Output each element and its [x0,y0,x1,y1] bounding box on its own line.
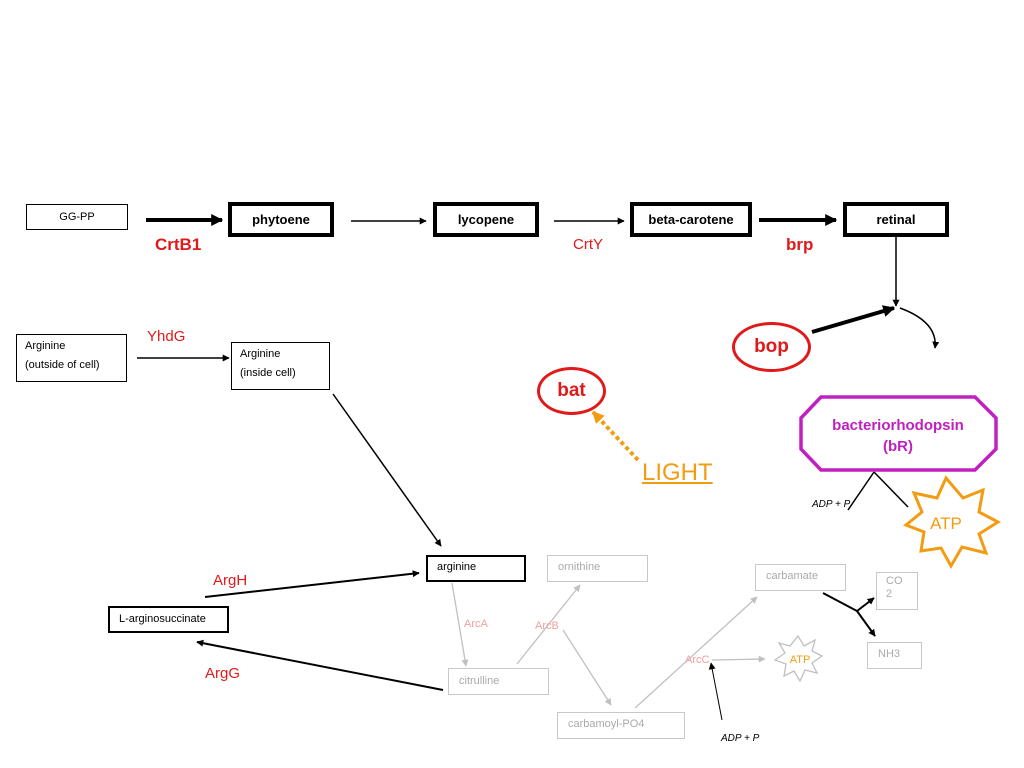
arrow-argg [196,639,444,691]
node-nh3: NH3 [867,642,922,669]
node-arginine-inside-line2: (inside cell) [240,367,296,379]
enzyme-arcb: ArcB [535,620,559,632]
cofactor-adp-p-bottom: ADP + P [721,733,760,744]
line-br-to-adp [847,471,875,511]
enzyme-arcc: ArcC [685,654,710,666]
node-phytoene-label: phytoene [252,212,310,227]
node-l-arginosuccinate: L-arginosuccinate [108,606,229,633]
atp-small-label: ATP [790,654,811,666]
node-co2: CO 2 [876,572,918,610]
regulator-bop: bop [732,322,811,372]
node-arginine-inside: Arginine (inside cell) [231,342,330,390]
node-arginine-label: arginine [437,561,477,573]
arrow-adp-bottom [708,662,723,721]
node-arginine-outside: Arginine (outside of cell) [16,334,127,382]
atp-large-star [903,475,1001,570]
node-retinal-label: retinal [876,212,916,227]
node-lycopene-label: lycopene [457,212,515,227]
arrow-argh [204,570,420,598]
node-ornithine: ornithine [547,555,648,582]
atp-large-label: ATP [930,514,962,533]
arrow-join-curve [899,307,940,349]
node-citrulline: citrulline [448,668,549,695]
enzyme-crty: CrtY [573,236,603,253]
arrow-to-atp-small [711,655,766,663]
arrow-to-co2 [856,597,875,612]
light-label: LIGHT [642,459,713,486]
atp-small-star [773,634,824,683]
node-beta-carotene: beta-carotene [630,202,752,237]
enzyme-argh: ArgH [213,572,248,589]
node-l-arginosuccinate-label: L-arginosuccinate [119,613,206,625]
regulator-bop-label: bop [754,336,789,357]
node-ggpp-label: GG-PP [59,211,95,223]
arrow-arginine-to-citrulline [451,582,469,667]
bacteriorhodopsin-octagon [799,395,998,472]
arrow-carbamoyl-to-carbamate [634,596,758,709]
node-beta-carotene-label: beta-carotene [648,212,734,227]
bacteriorhodopsin-label-line2: (bR) [883,438,913,455]
enzyme-arca: ArcA [464,618,488,630]
line-br-to-atp [873,471,909,508]
node-arginine: arginine [426,555,526,582]
node-nh3-label: NH3 [878,648,901,660]
arrow-arginine-inside-to-arginine [332,393,442,547]
node-arginine-inside-line1: Arginine [240,348,281,360]
node-co2-line2: 2 [886,588,893,600]
regulator-bat-label: bat [557,380,586,401]
bacteriorhodopsin-label-line1: bacteriorhodopsin [832,417,964,434]
node-carbamoyl-po4-label: carbamoyl-PO4 [568,718,645,730]
node-co2-line1: CO [886,575,903,587]
node-arginine-outside-line2: (outside of cell) [25,359,100,371]
node-phytoene: phytoene [228,202,334,237]
arrow-to-nh3 [856,610,876,637]
enzyme-argg: ArgG [205,665,241,682]
enzyme-brp: brp [786,235,814,254]
node-retinal: retinal [843,202,949,237]
arrow-bop-to-join [811,305,896,334]
regulator-bat: bat [537,367,606,415]
enzyme-crtb1: CrtB1 [155,235,202,254]
line-carbamate-split [822,592,858,612]
cofactor-adp-p-top: ADP + P [812,499,851,510]
arrow-light-to-bat [591,410,640,462]
node-ornithine-label: ornithine [558,561,601,573]
node-carbamate-label: carbamate [766,570,818,582]
arrow-citrulline-to-ornithine [516,584,581,665]
node-lycopene: lycopene [433,202,539,237]
node-ggpp: GG-PP [26,204,128,230]
node-carbamoyl-po4: carbamoyl-PO4 [557,712,685,739]
node-arginine-outside-line1: Arginine [25,340,66,352]
node-carbamate: carbamate [755,564,846,591]
node-citrulline-label: citrulline [459,675,500,687]
enzyme-yhdg: YhdG [147,328,186,345]
arrow-to-carbamoyl-po4 [562,629,612,706]
